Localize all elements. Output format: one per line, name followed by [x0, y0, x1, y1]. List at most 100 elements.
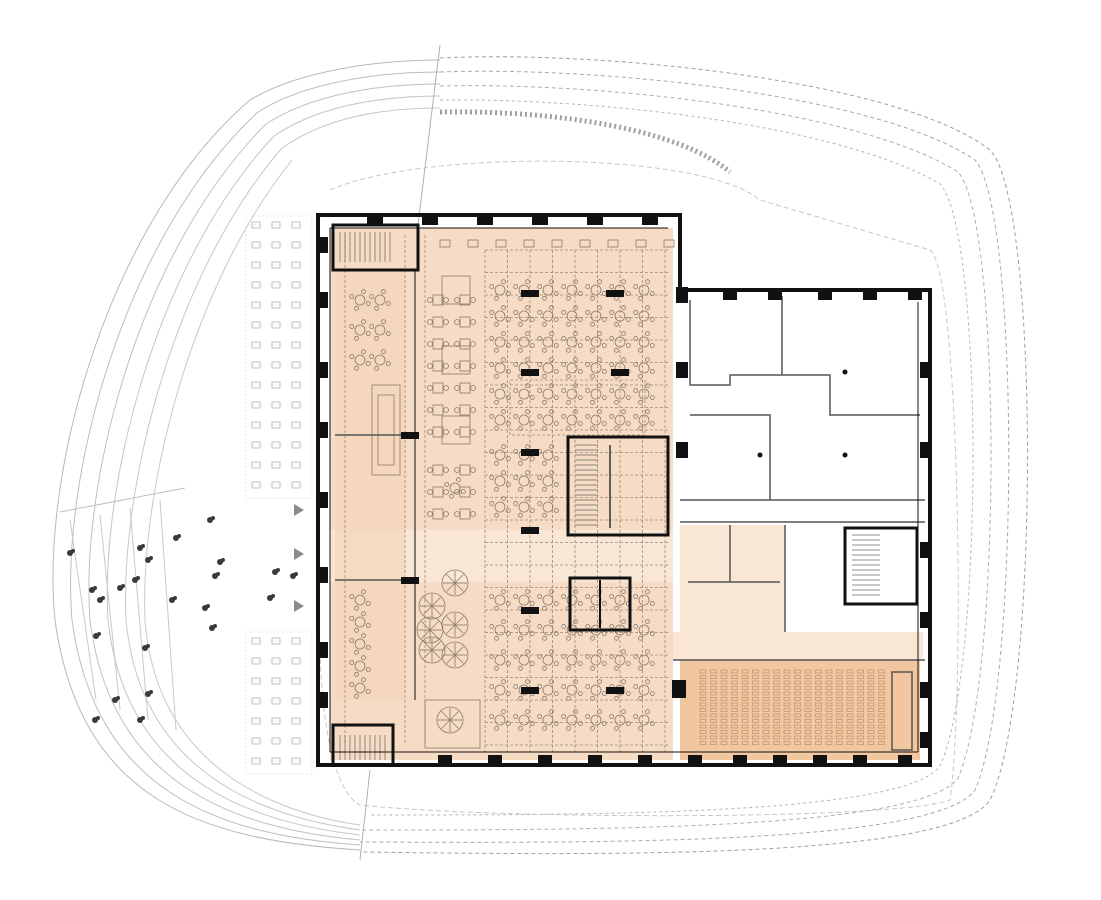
chair: [518, 425, 523, 431]
auditorium-seat: [846, 730, 854, 734]
auditorium-seat: [783, 713, 791, 718]
interior-columns: [401, 290, 848, 694]
round-table: [494, 336, 506, 348]
planter-leaf: [431, 649, 441, 659]
chair: [585, 624, 591, 629]
round-table: [518, 310, 530, 322]
partition-office-3: [690, 414, 771, 500]
column-icon: [316, 237, 328, 253]
chair: [494, 321, 499, 327]
column-icon: [606, 687, 624, 694]
auditorium-seat: [710, 741, 717, 745]
round-table: [638, 336, 650, 348]
planter-leaf: [429, 629, 439, 639]
chair: [525, 383, 530, 389]
chair: [454, 489, 460, 495]
column-icon: [863, 288, 877, 300]
chair: [529, 661, 535, 666]
site-path-6: [144, 159, 361, 826]
tree-icon: [136, 576, 140, 580]
round-table: [638, 362, 650, 374]
auditorium-seat: [857, 730, 864, 734]
auditorium-seat: [773, 713, 780, 718]
wall-main: [316, 213, 932, 767]
chair: [633, 624, 639, 629]
round-table: [518, 624, 530, 636]
auditorium-seat: [741, 691, 749, 696]
chair: [513, 594, 519, 599]
chair: [443, 429, 449, 435]
chair: [494, 635, 499, 641]
auditorium-seat: [867, 713, 875, 718]
chair: [470, 489, 476, 495]
auditorium-seat: [836, 686, 843, 690]
chair: [529, 317, 535, 322]
planter: [418, 592, 446, 620]
chair: [361, 655, 366, 661]
round-table: [518, 336, 530, 348]
chair: [597, 383, 602, 389]
planter-leaf: [454, 574, 464, 584]
auditorium-seat: [794, 702, 801, 707]
chair: [597, 709, 602, 715]
auditorium-seat: [836, 691, 843, 696]
chair: [549, 496, 554, 502]
auditorium-seat: [836, 724, 843, 729]
chair: [489, 336, 495, 341]
auditorium-seat: [773, 730, 780, 734]
round-table: [354, 638, 366, 650]
site-path-dashed-3: [359, 85, 992, 831]
chair: [525, 496, 530, 502]
auditorium-seat: [867, 702, 875, 707]
chair: [494, 512, 499, 518]
chair: [470, 341, 476, 347]
chair: [354, 305, 359, 311]
bar-counter: [371, 384, 401, 476]
auditorium-seat: [783, 669, 791, 674]
auditorium-seat: [794, 741, 801, 745]
chair: [489, 310, 495, 315]
chair: [573, 649, 578, 655]
auditorium-seat: [794, 708, 801, 712]
chair: [614, 665, 619, 671]
site-axis-line-2: [359, 769, 371, 861]
round-table: [590, 362, 602, 374]
chair: [427, 297, 433, 303]
auditorium-seat: [815, 730, 822, 734]
auditorium-seat: [867, 724, 875, 729]
round-table: [614, 310, 626, 322]
round-table: [614, 594, 626, 606]
chair: [553, 691, 559, 696]
chair: [443, 319, 449, 325]
auditorium-seat: [762, 686, 770, 690]
auditorium-seat: [825, 719, 833, 723]
chair: [470, 319, 476, 325]
auditorium-seat: [699, 669, 707, 674]
auditorium-seat: [836, 675, 843, 679]
chair: [633, 388, 639, 393]
round-table: [542, 310, 554, 322]
table: [432, 316, 444, 328]
chair: [529, 421, 535, 426]
planter-leaf: [454, 654, 464, 664]
chair: [349, 638, 355, 643]
chair: [614, 425, 619, 431]
auditorium-seat: [857, 702, 864, 707]
planter-leaf: [446, 646, 456, 656]
auditorium-seat: [731, 669, 738, 674]
chair: [549, 470, 554, 476]
chair: [621, 305, 626, 311]
chair: [625, 661, 631, 666]
round-table: [354, 616, 366, 628]
auditorium-zone: [680, 660, 920, 760]
auditorium-seat: [731, 697, 738, 701]
chair: [427, 319, 433, 325]
chair: [621, 649, 626, 655]
chair: [577, 343, 583, 348]
chair: [513, 284, 519, 289]
chair: [549, 357, 554, 363]
chair: [518, 512, 523, 518]
stair-treads: [339, 232, 880, 760]
chair: [494, 425, 499, 431]
column-icon: [723, 288, 737, 300]
